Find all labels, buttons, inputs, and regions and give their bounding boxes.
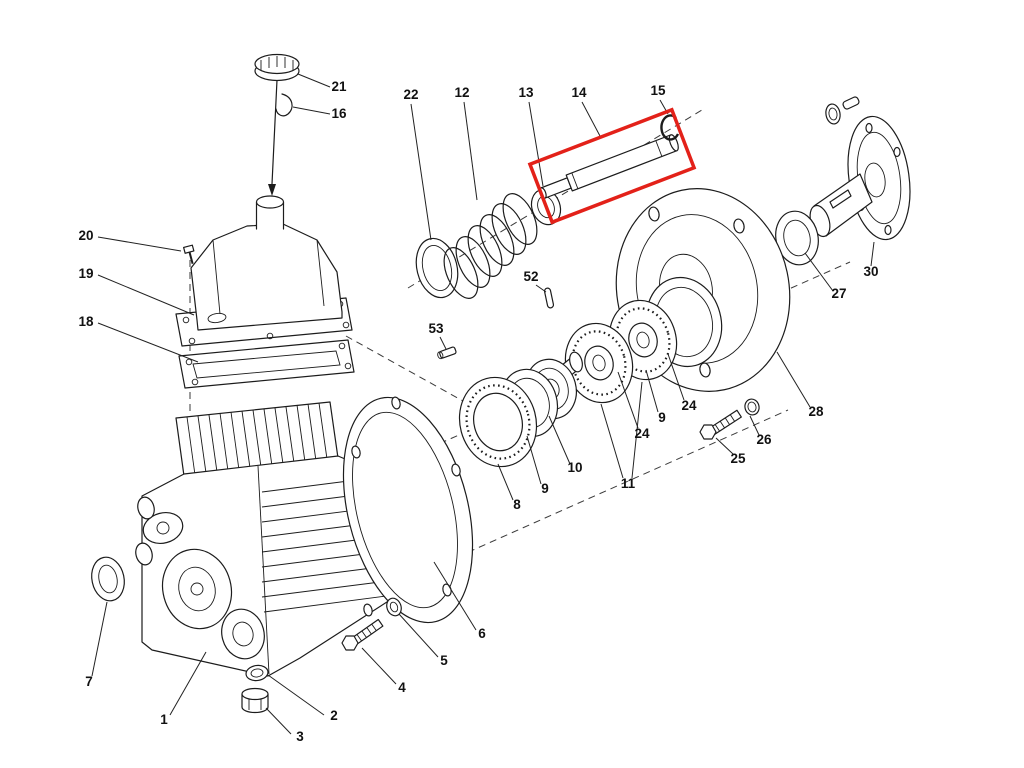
part-label-20: 20 bbox=[78, 228, 93, 243]
filler-neck bbox=[255, 195, 285, 209]
part-1-motor-housing bbox=[135, 401, 391, 677]
part-5-washer bbox=[386, 597, 402, 617]
part-label-8: 8 bbox=[513, 497, 521, 512]
part-20-screw bbox=[183, 244, 195, 264]
part-26-washer bbox=[744, 398, 760, 416]
part-label-1: 1 bbox=[160, 712, 168, 727]
part-label-52: 52 bbox=[523, 269, 538, 284]
part-label-11: 11 bbox=[621, 476, 636, 491]
part-8-ball-bearing bbox=[458, 376, 538, 468]
part-30-shaft-flange bbox=[809, 96, 911, 241]
part-label-14: 14 bbox=[571, 85, 587, 100]
keyway bbox=[829, 189, 852, 209]
leader-lines bbox=[91, 73, 875, 735]
part-label-53: 53 bbox=[428, 321, 444, 336]
part-label-24b: 24 bbox=[634, 426, 650, 441]
part-4-bolt bbox=[341, 618, 384, 651]
part-label-26: 26 bbox=[756, 432, 772, 447]
part-22-o-ring bbox=[415, 237, 459, 299]
part-3-drain-plug bbox=[241, 687, 269, 714]
terminal-box-fins bbox=[186, 402, 328, 476]
hook-clip bbox=[275, 93, 293, 117]
part-label-19: 19 bbox=[78, 266, 93, 281]
part-label-12: 12 bbox=[454, 85, 469, 100]
part-label-21: 21 bbox=[331, 79, 347, 94]
part-label-16: 16 bbox=[331, 106, 347, 121]
part-label-9b: 9 bbox=[541, 481, 549, 496]
part-label-22: 22 bbox=[403, 87, 418, 102]
part-15-circlip bbox=[660, 114, 680, 141]
part-label-13: 13 bbox=[518, 85, 534, 100]
part-label-15: 15 bbox=[650, 83, 666, 98]
part-18-gasket bbox=[178, 339, 355, 389]
part-label-25: 25 bbox=[730, 451, 746, 466]
part-12-spring bbox=[443, 193, 538, 299]
part-label-18: 18 bbox=[78, 314, 94, 329]
part-11-disc-assembly bbox=[564, 299, 678, 404]
part-52-pin bbox=[543, 287, 555, 309]
part-label-5: 5 bbox=[440, 653, 448, 668]
part-label-10: 10 bbox=[567, 460, 582, 475]
part-label-24a: 24 bbox=[681, 398, 697, 413]
part-6-bearing-flange bbox=[342, 396, 474, 624]
part-label-3: 3 bbox=[296, 729, 304, 744]
part-53-pin bbox=[437, 346, 457, 360]
part-label-27: 27 bbox=[831, 286, 846, 301]
part-7-oil-seal bbox=[91, 556, 125, 602]
part-label-30: 30 bbox=[863, 264, 878, 279]
part-label-2: 2 bbox=[330, 708, 338, 723]
part-21-oil-cap bbox=[254, 53, 300, 82]
part-label-28: 28 bbox=[808, 404, 824, 419]
highlight-rect bbox=[527, 107, 697, 225]
highlight-box-part-14 bbox=[527, 107, 697, 225]
valve-cover-head bbox=[190, 195, 343, 331]
part-labels: 21 16 22 12 13 14 15 20 19 18 52 53 27 3… bbox=[78, 79, 878, 744]
part-25-bolt bbox=[699, 409, 742, 440]
part-label-6: 6 bbox=[478, 626, 486, 641]
part-label-4: 4 bbox=[398, 680, 406, 695]
part-label-7: 7 bbox=[85, 674, 93, 689]
part-16-dipstick-rod bbox=[268, 79, 293, 196]
part-14-shaft bbox=[539, 134, 679, 199]
part-label-9a: 9 bbox=[658, 410, 666, 425]
part-2-sealing-ring bbox=[245, 664, 269, 682]
